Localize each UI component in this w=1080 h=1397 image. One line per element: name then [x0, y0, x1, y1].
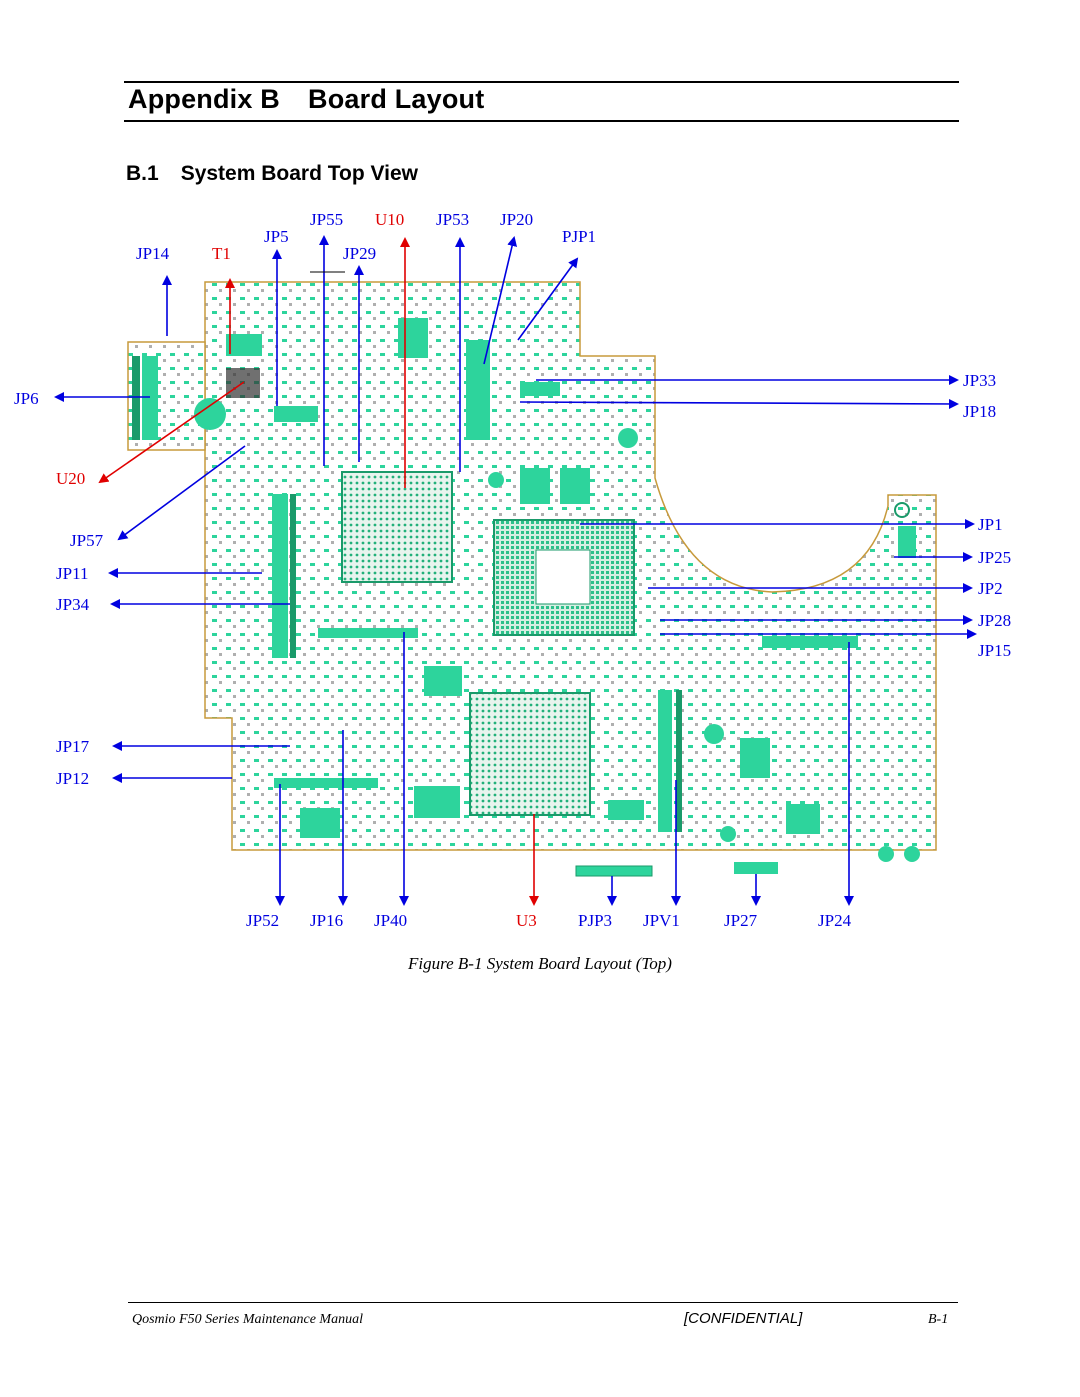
callout-jp52: JP52 [246, 911, 279, 930]
callout-jp29: JP29 [343, 244, 376, 263]
top-rule [124, 81, 959, 83]
appendix-title: Appendix B Board Layout [128, 84, 484, 115]
footer-confidential: [CONFIDENTIAL] [684, 1310, 803, 1327]
callout-jp15: JP15 [978, 641, 1011, 660]
title-underline [124, 120, 959, 122]
callout-jp34: JP34 [56, 595, 90, 614]
footer-page-number: B-1 [928, 1312, 949, 1327]
callout-jpv1: JPV1 [643, 911, 680, 930]
callout-t1: T1 [212, 244, 231, 263]
chip-t1 [226, 334, 262, 356]
appendix-label: Appendix B [128, 84, 281, 114]
callout-jp16: JP16 [310, 911, 343, 930]
callout-jp25: JP25 [978, 548, 1011, 567]
callout-jp27: JP27 [724, 911, 758, 930]
callout-jp53: JP53 [436, 210, 469, 229]
callout-jp28: JP28 [978, 611, 1011, 630]
figure-caption: Figure B-1 System Board Layout (Top) [408, 954, 672, 973]
callout-jp1: JP1 [978, 515, 1003, 534]
callout-u20: U20 [56, 469, 85, 488]
footer-rule [128, 1302, 958, 1303]
callout-jp12: JP12 [56, 769, 89, 788]
callout-jp2: JP2 [978, 579, 1003, 598]
callout-jp6: JP6 [14, 389, 39, 408]
section-title: B.1 System Board Top View [126, 162, 418, 186]
section-title-text: System Board Top View [180, 162, 418, 185]
callout-jp5: JP5 [264, 227, 289, 246]
callout-jp55: JP55 [310, 210, 343, 229]
callout-jp57: JP57 [70, 531, 104, 550]
callout-jp24: JP24 [818, 911, 852, 930]
chip-u3 [469, 692, 591, 816]
callout-jp17: JP17 [56, 737, 90, 756]
callout-u10: U10 [375, 210, 404, 229]
callout-jp33: JP33 [963, 371, 996, 390]
callout-u3: U3 [516, 911, 537, 930]
chip-u10-gpu [341, 471, 453, 583]
callout-jp40: JP40 [374, 911, 407, 930]
section-number: B.1 [126, 162, 159, 185]
footer-manual-title: Qosmio F50 Series Maintenance Manual [132, 1312, 363, 1327]
callout-jp14: JP14 [136, 244, 170, 263]
callout-pjp3: PJP3 [578, 911, 612, 930]
board-figure: JP55 JP53 JP20 JP5 PJP1 JP14 JP29 JP6 JP… [14, 210, 1011, 930]
callout-jp18: JP18 [963, 402, 996, 421]
callout-pjp1: PJP1 [562, 227, 596, 246]
appendix-title-text: Board Layout [308, 84, 485, 114]
callout-jp20: JP20 [500, 210, 533, 229]
callout-jp11: JP11 [56, 564, 88, 583]
